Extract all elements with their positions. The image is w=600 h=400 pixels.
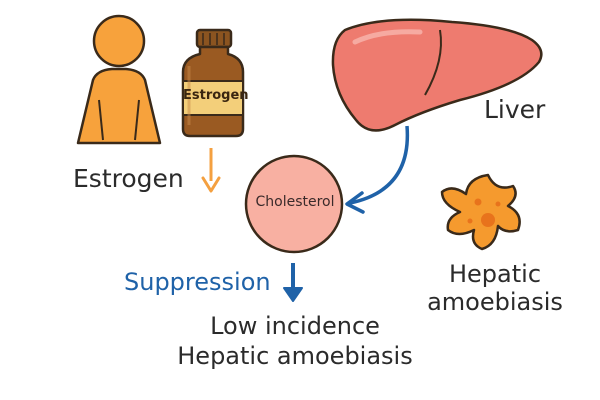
suppression-arrow — [283, 263, 303, 302]
outcome-line1: Low incidence — [210, 312, 380, 340]
bottle-label: Estrogen — [183, 88, 249, 103]
suppression-label: Suppression — [124, 268, 271, 296]
amoebiasis-label-line1: Hepatic — [448, 260, 542, 288]
cholesterol-label: Cholesterol — [255, 194, 335, 210]
liver-icon — [331, 18, 543, 132]
liver-label: Liver — [484, 95, 546, 124]
liver-to-cholesterol-arrow — [345, 125, 410, 214]
person-icon — [76, 14, 162, 145]
cholesterol-node — [244, 154, 344, 254]
estrogen-arrow — [201, 148, 221, 193]
estrogen-bottle-icon — [181, 28, 245, 138]
outcome-line2: Hepatic amoebiasis — [177, 342, 413, 370]
amoeba-icon — [440, 173, 521, 251]
amoebiasis-label-line2: amoebiasis — [427, 288, 563, 316]
estrogen-label: Estrogen — [73, 164, 184, 193]
